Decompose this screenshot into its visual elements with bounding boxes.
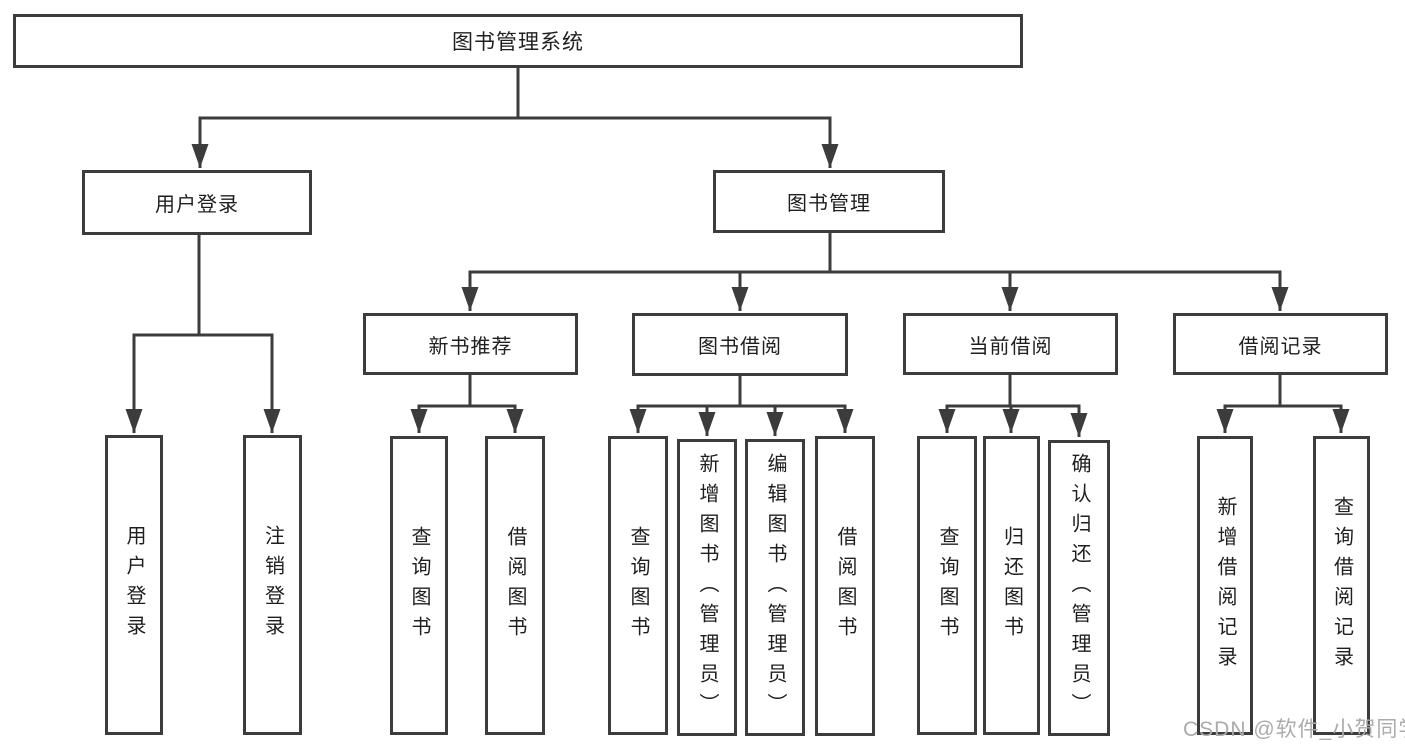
node-book-borrow: 图书借阅	[632, 313, 848, 376]
leaf-user-login: 用户登录	[105, 435, 163, 735]
leaf-add-books-admin: 新增图书（管理员）	[677, 439, 737, 736]
leaf-query-books-current: 查询图书	[917, 436, 977, 735]
leaf-query-borrow-record: 查询借阅记录	[1313, 436, 1370, 735]
node-library-management-system: 图书管理系统	[13, 14, 1023, 68]
leaf-add-borrow-record: 新增借阅记录	[1197, 436, 1253, 735]
leaf-borrow-books: 借阅图书	[815, 436, 875, 736]
leaf-query-books-recommend: 查询图书	[390, 436, 448, 735]
node-user-login: 用户登录	[82, 170, 312, 235]
leaf-query-books-borrow: 查询图书	[608, 436, 668, 735]
leaf-logout: 注销登录	[243, 435, 302, 735]
leaf-confirm-return-admin: 确认归还（管理员）	[1048, 440, 1110, 736]
leaf-edit-books-admin: 编辑图书（管理员）	[745, 439, 805, 736]
leaf-borrow-books-recommend: 借阅图书	[485, 436, 545, 735]
node-current-borrow: 当前借阅	[903, 313, 1118, 375]
leaf-return-books: 归还图书	[983, 436, 1040, 735]
node-borrow-records: 借阅记录	[1173, 313, 1388, 375]
node-book-management: 图书管理	[713, 170, 945, 233]
node-new-book-recommend: 新书推荐	[363, 313, 578, 375]
csdn-watermark: CSDN @软件_小贺同学	[1183, 718, 1405, 741]
